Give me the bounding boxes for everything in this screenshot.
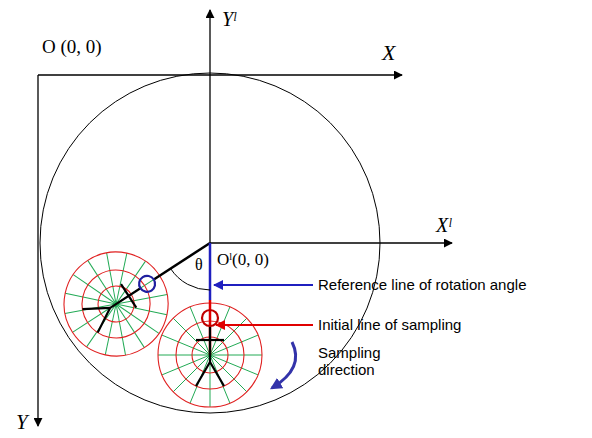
stick-figure (196, 339, 224, 341)
pointer-label: Sampling direction (318, 344, 428, 379)
stick-figure (90, 308, 118, 333)
x-axis (38, 74, 402, 75)
local-x-axis (210, 242, 452, 243)
origin-label: Oˡ(0, 0) (217, 250, 269, 270)
rotated-figure (44, 199, 238, 376)
rotation-line (154, 243, 210, 279)
angle-arc (171, 269, 210, 290)
sampling-ray (173, 355, 210, 392)
axis-label: X (382, 40, 395, 65)
pointer-label: Initial line of sampling (318, 316, 461, 333)
sampling-ray (210, 355, 247, 392)
stick-figure (121, 284, 136, 307)
sampling-ray (65, 287, 116, 330)
pointer-label: Reference line of rotation angle (318, 276, 526, 293)
sampling-ring (91, 279, 141, 329)
reference-line (209, 243, 212, 300)
axis-label: Yˡ (222, 8, 236, 31)
sampling-ray (99, 304, 142, 355)
local-y-axis (209, 10, 210, 243)
initial-pointer (216, 324, 313, 326)
sampling-ring (176, 321, 244, 389)
sampling-ray (158, 355, 210, 356)
sampling-ray (210, 355, 262, 356)
angle-label: θ (195, 256, 203, 274)
sampling-ring (44, 232, 188, 376)
direction-arrow (272, 342, 296, 388)
y-axis (37, 75, 38, 426)
stick-figure (196, 362, 210, 386)
stick-figure (209, 326, 211, 362)
stick-figure (210, 362, 224, 386)
axis-label: Y (16, 410, 28, 434)
sampling-ring (69, 257, 163, 351)
axis-label: Xˡ (436, 214, 451, 237)
head-circle (202, 310, 218, 326)
reference-pointer (214, 284, 313, 286)
head-circle (136, 273, 158, 295)
origin-label: O (0, 0) (42, 36, 102, 58)
